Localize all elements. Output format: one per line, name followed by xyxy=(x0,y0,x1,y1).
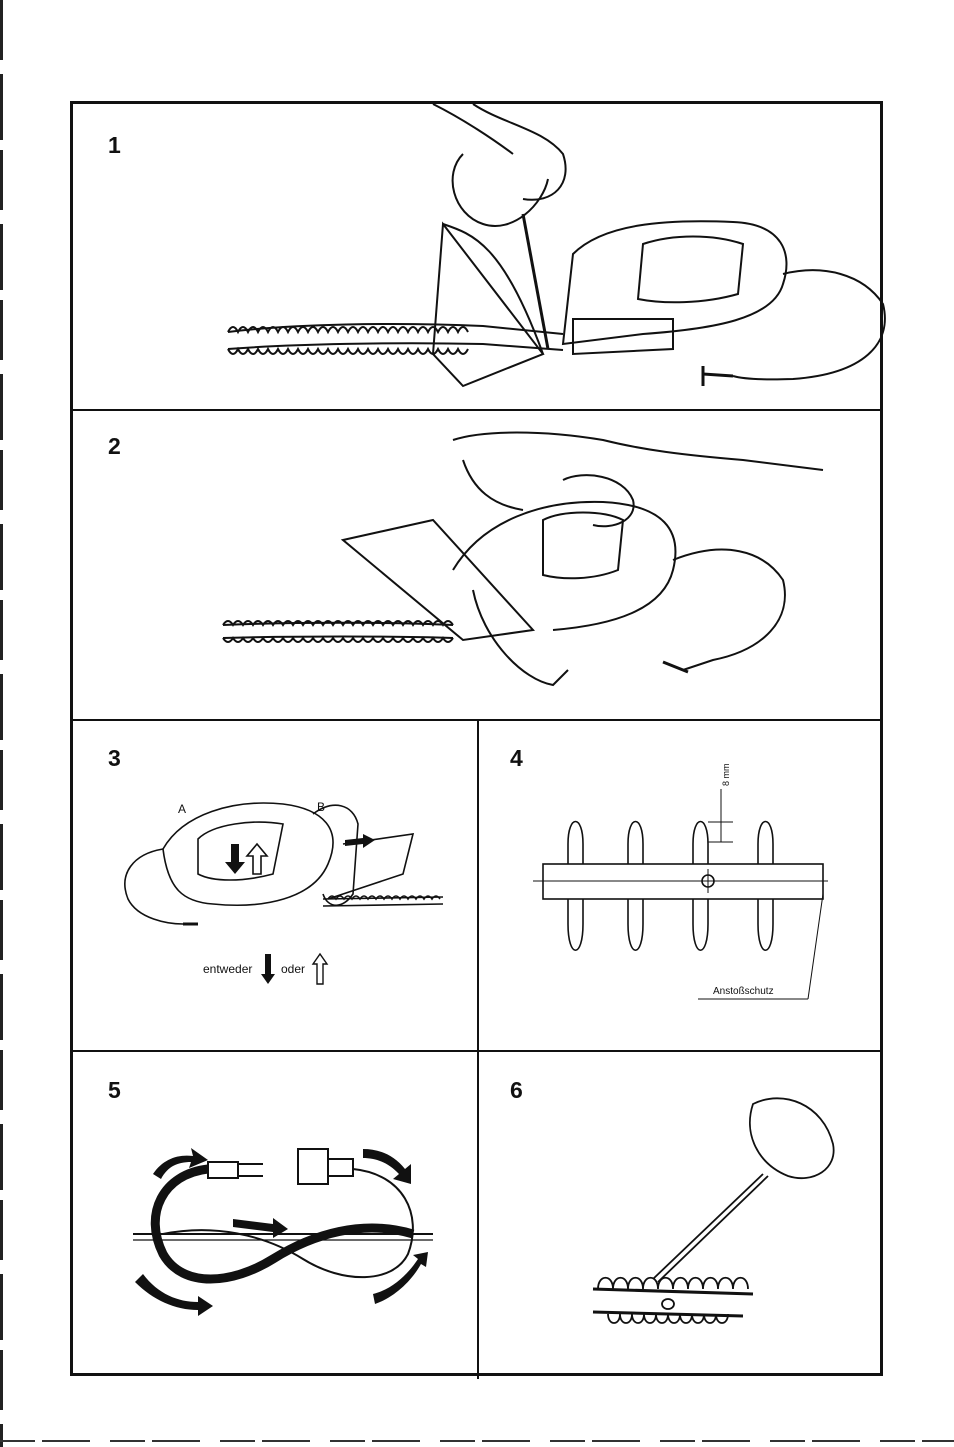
panel-5-illustration xyxy=(123,1124,453,1334)
part-label: Anstoßschutz xyxy=(713,986,774,997)
panel-6-number: 6 xyxy=(510,1079,523,1102)
panel-3-illustration xyxy=(113,794,443,994)
caption-or: oder xyxy=(281,962,305,976)
down-arrow-icon xyxy=(261,954,275,984)
panel-4-illustration xyxy=(523,784,823,1024)
up-arrow-icon xyxy=(313,954,327,984)
caption-either: entweder xyxy=(203,962,252,976)
panel-2-illustration xyxy=(143,410,883,719)
label-a: A xyxy=(178,802,186,816)
page-bottom-rule xyxy=(0,1440,954,1442)
panel-4-number: 4 xyxy=(510,747,523,770)
panel-3-number: 3 xyxy=(108,747,121,770)
dimension-label: 8 mm xyxy=(721,764,731,787)
divider xyxy=(477,721,479,1379)
panel-5-number: 5 xyxy=(108,1079,121,1102)
page-edge xyxy=(0,0,3,1447)
label-b: B xyxy=(317,800,325,814)
figure-frame: 1 2 xyxy=(70,101,883,1376)
panel-1-illustration xyxy=(143,104,883,409)
panel-2-number: 2 xyxy=(108,435,121,458)
panel-6-illustration xyxy=(553,1084,853,1344)
panel-1-number: 1 xyxy=(108,134,121,157)
